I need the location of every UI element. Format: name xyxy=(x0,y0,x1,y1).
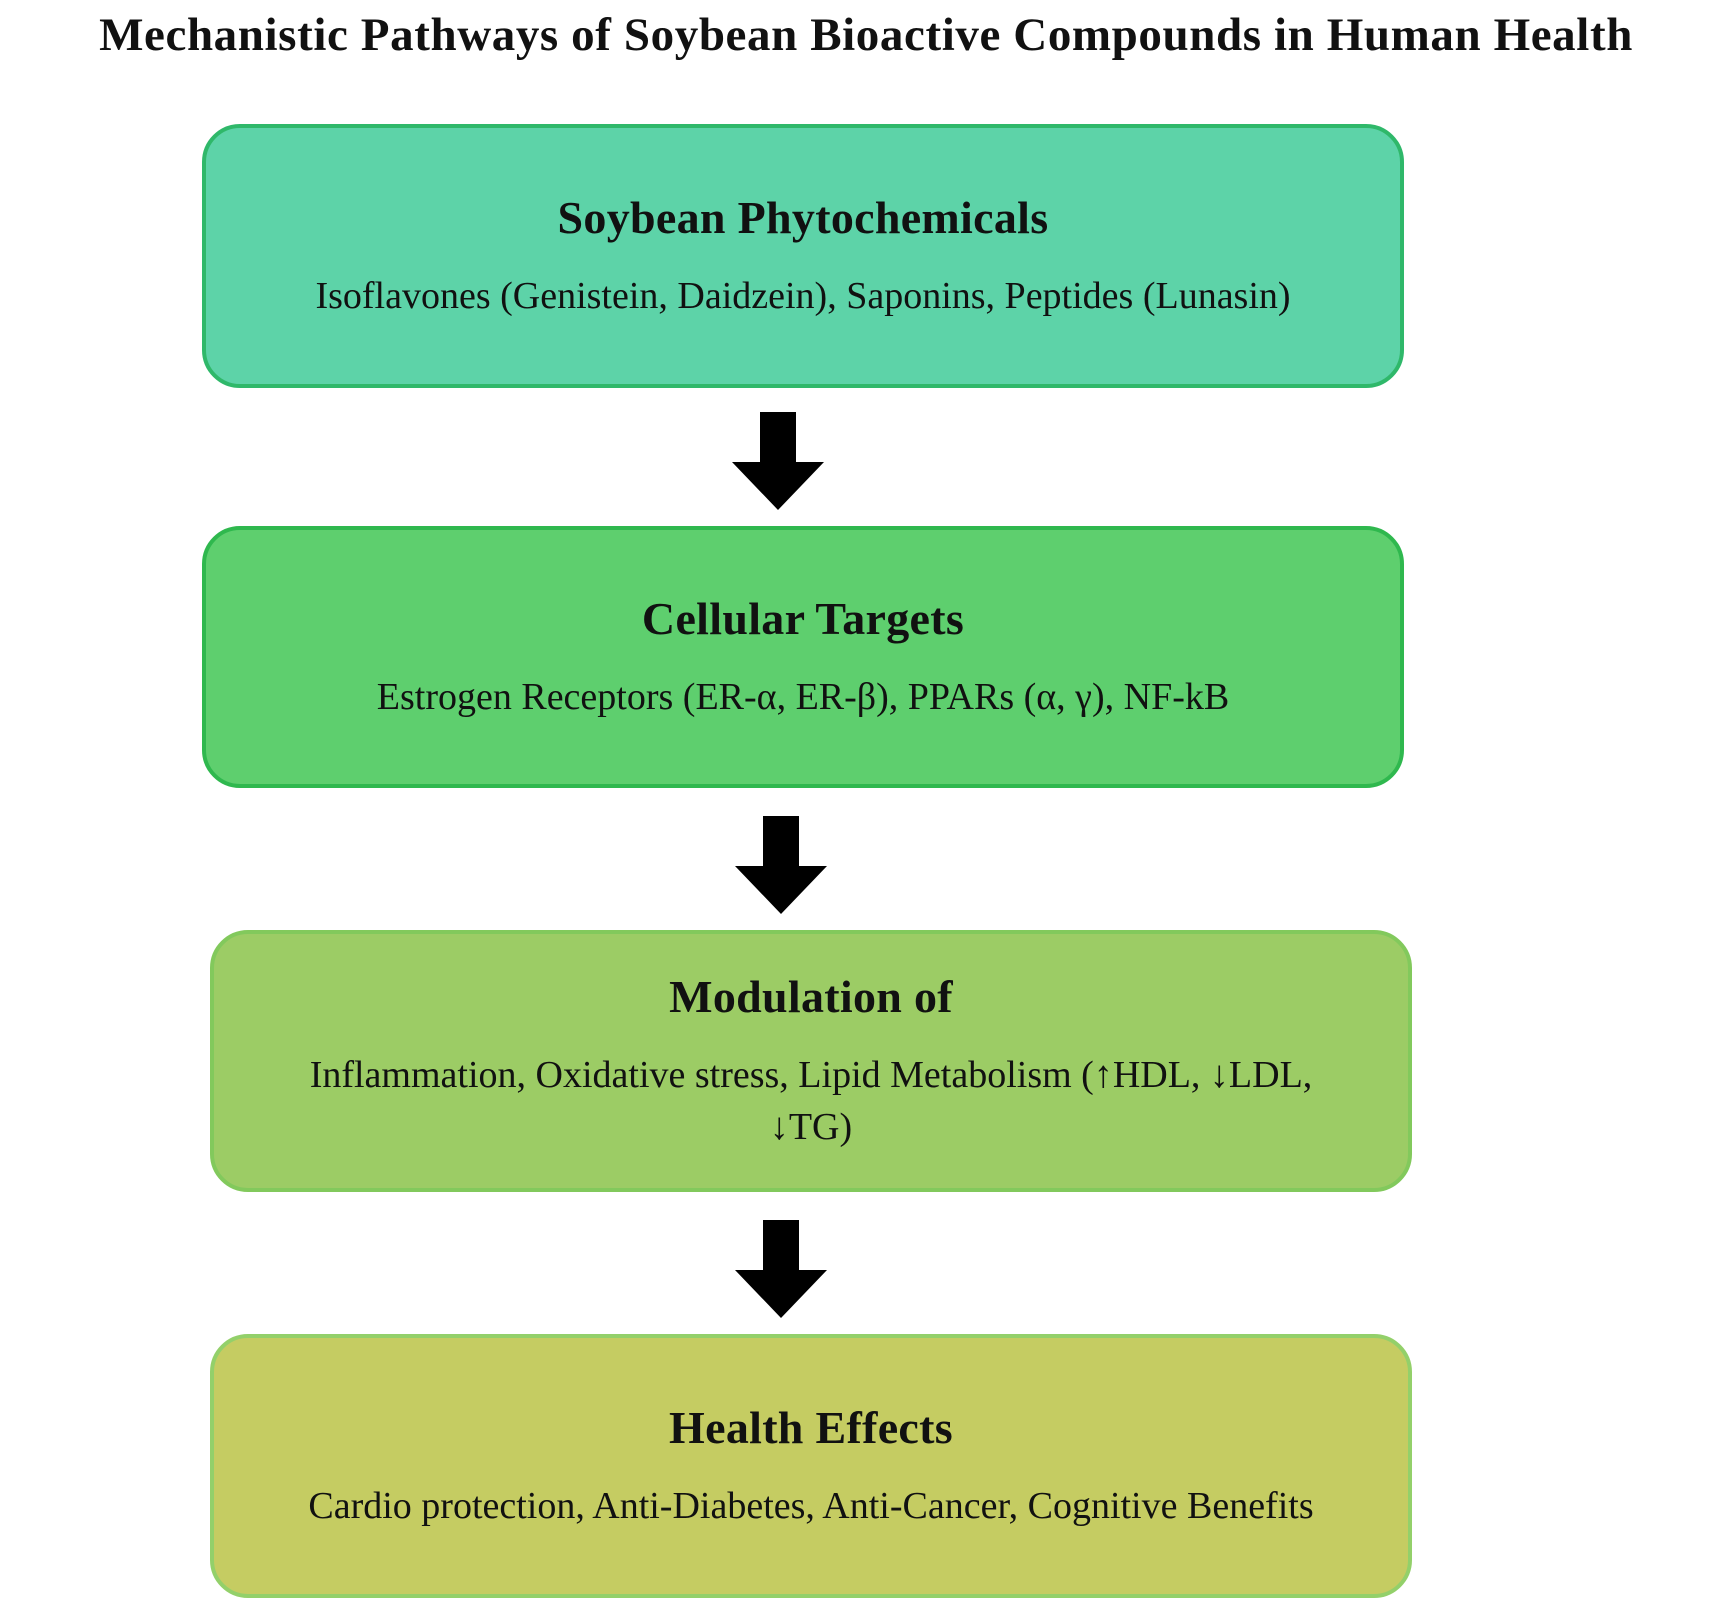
diagram-title: Mechanistic Pathways of Soybean Bioactiv… xyxy=(99,9,1633,61)
node-heading: Soybean Phytochemicals xyxy=(557,191,1049,243)
down-arrow-shape xyxy=(735,816,827,914)
node-heading: Health Effects xyxy=(669,1401,953,1453)
down-arrow-icon xyxy=(735,816,827,914)
node-heading: Cellular Targets xyxy=(641,592,965,644)
node-modulation: Modulation of Inflammation, Oxidative st… xyxy=(210,930,1412,1192)
node-description: Estrogen Receptors (ER-α, ER-β), PPARs (… xyxy=(376,675,1230,718)
node-health-effects: Health Effects Cardio protection, Anti-D… xyxy=(210,1334,1412,1598)
down-arrow-icon xyxy=(732,412,824,510)
down-arrow-icon xyxy=(735,1220,827,1318)
down-arrow-shape xyxy=(732,412,824,510)
node-soybean-phytochemicals: Soybean Phytochemicals Isoflavones (Geni… xyxy=(202,124,1404,388)
down-arrow-shape xyxy=(735,1220,827,1318)
node-description: Cardio protection, Anti-Diabetes, Anti-C… xyxy=(308,1484,1314,1527)
node-cellular-targets: Cellular Targets Estrogen Receptors (ER-… xyxy=(202,526,1404,788)
node-description: Isoflavones (Genistein, Daidzein), Sapon… xyxy=(315,274,1291,317)
node-description: Inflammation, Oxidative stress, Lipid Me… xyxy=(309,1053,1313,1148)
node-heading: Modulation of xyxy=(669,970,953,1022)
